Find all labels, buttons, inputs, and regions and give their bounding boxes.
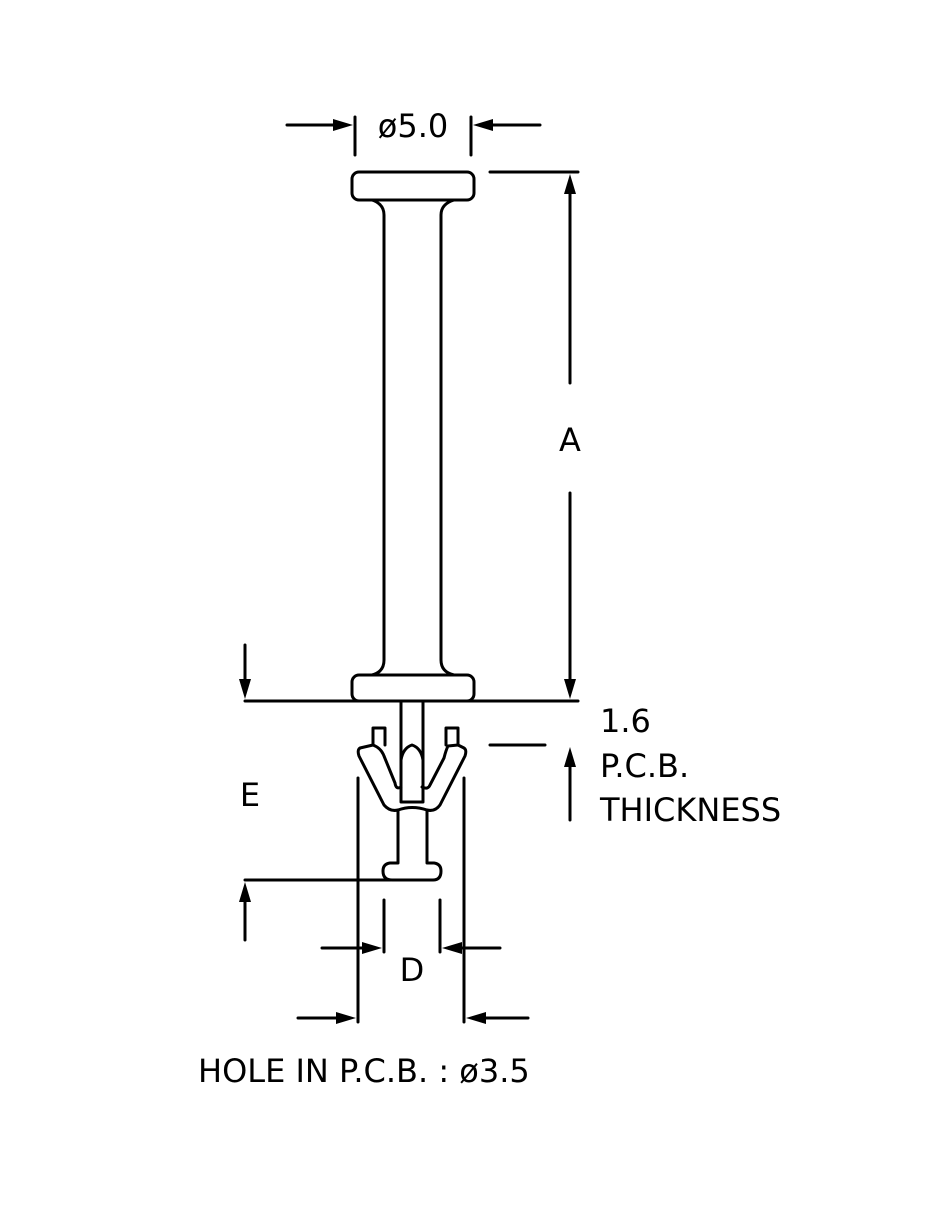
- dim-d-label: D: [400, 951, 425, 989]
- clip-stem-foot: [381, 808, 443, 882]
- arrow-left-icon: [466, 1012, 486, 1024]
- arrow-right-icon: [362, 942, 382, 954]
- clip-arms-outer: [356, 743, 468, 812]
- snap-clip: [356, 699, 468, 882]
- left-arm-inner: [371, 743, 403, 790]
- pcb-thickness-line2: THICKNESS: [599, 791, 781, 829]
- top-flange: [350, 170, 476, 202]
- arrow-down-icon: [564, 679, 576, 699]
- arrow-left-icon: [442, 942, 462, 954]
- dim-a-label: A: [559, 421, 581, 459]
- clip-pin: [399, 699, 425, 804]
- bottom-flange: [350, 673, 476, 703]
- arrow-down-icon: [239, 679, 251, 699]
- arrow-right-icon: [336, 1012, 356, 1024]
- pcb-thickness-value: 1.6: [600, 702, 651, 740]
- shaft-right-edge: [439, 198, 456, 677]
- pcb-thickness-line1: P.C.B.: [600, 747, 689, 785]
- right-tab: [444, 726, 460, 747]
- hole-note: HOLE IN P.C.B. : ø3.5: [198, 1052, 530, 1090]
- dim-e-label: E: [240, 776, 260, 814]
- arrow-up-icon: [564, 174, 576, 194]
- shaft-left-edge: [370, 198, 386, 677]
- dimension-a: A: [243, 170, 581, 703]
- left-tab: [371, 726, 387, 747]
- clip-pin-tip: [399, 743, 425, 762]
- spacer-body: [350, 170, 476, 703]
- dimension-pcb-thickness: 1.6 P.C.B. THICKNESS: [488, 702, 781, 829]
- arrow-up-icon: [239, 882, 251, 902]
- dimension-e: E: [239, 643, 392, 942]
- arrow-up-icon: [564, 747, 576, 767]
- head-diameter-label: ø5.0: [378, 107, 448, 145]
- dimension-head-diameter: ø5.0: [285, 107, 542, 157]
- arrow-right-icon: [333, 119, 353, 131]
- dimension-d: D: [296, 776, 530, 1024]
- arrow-left-icon: [473, 119, 493, 131]
